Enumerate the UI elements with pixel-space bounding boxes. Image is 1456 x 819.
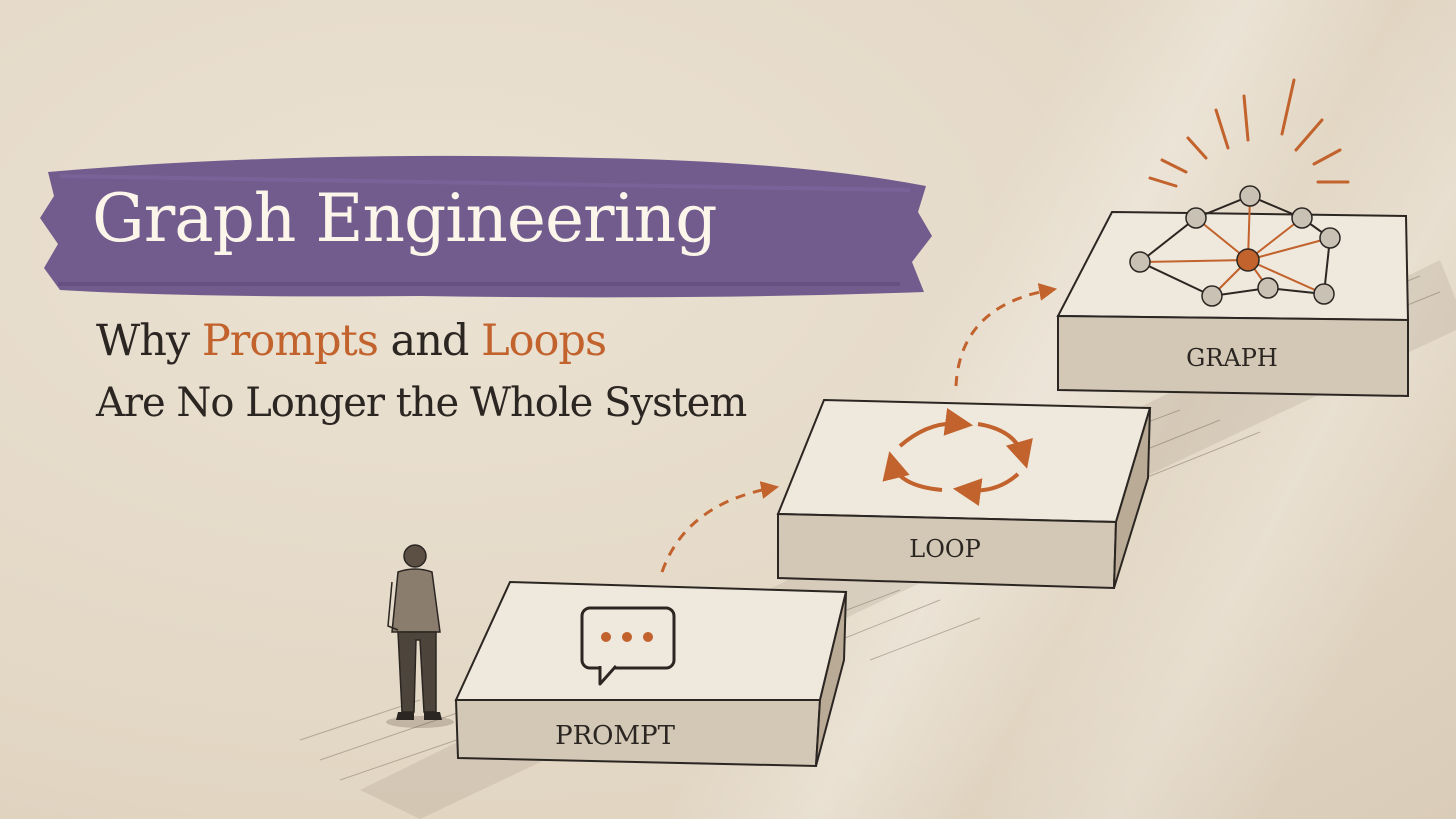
prompt-label: PROMPT: [555, 721, 676, 751]
subtitle-word-why: Why: [96, 316, 202, 366]
subtitle-word-prompts: Prompts: [201, 316, 379, 366]
speech-bubble-icon: [580, 606, 676, 686]
graph-label: GRAPH: [1186, 344, 1278, 372]
page-title: Graph Engineering: [92, 180, 717, 257]
prompt-to-loop-arrow: [660, 481, 780, 573]
loop-block: [776, 398, 1152, 590]
person-figure: [386, 544, 454, 728]
graph-block: [1056, 78, 1410, 398]
loop-label: LOOP: [909, 535, 980, 563]
sparkle-lines: [1148, 78, 1350, 188]
subtitle-line-1: Why Prompts and Loops: [96, 316, 607, 366]
prompt-block: [454, 580, 848, 768]
subtitle-line-2: Are No Longer the Whole System: [96, 380, 747, 426]
brush-stroke: [40, 155, 932, 298]
subtitle-word-and: and: [377, 316, 482, 366]
subtitle-word-loops: Loops: [481, 316, 607, 366]
network-graph-icon: [1129, 185, 1341, 307]
cycle-arrows-icon: [882, 408, 1033, 506]
loop-to-graph-arrow: [954, 283, 1058, 387]
